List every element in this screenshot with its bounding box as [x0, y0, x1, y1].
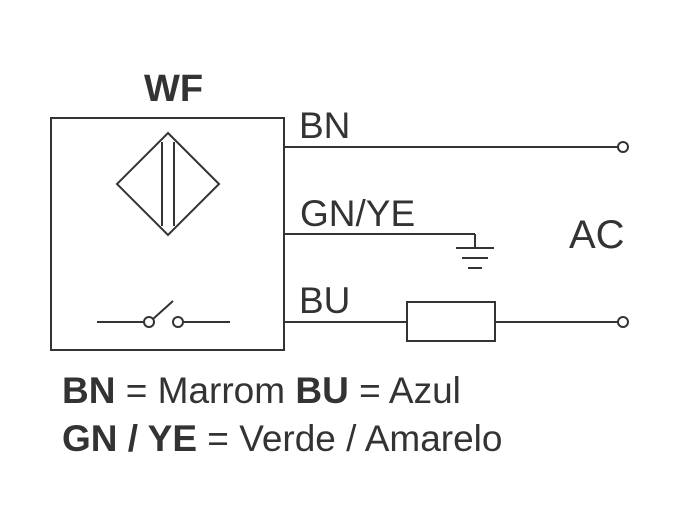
switch-icon — [97, 300, 230, 328]
wire-bu — [284, 316, 629, 328]
terminal-icon — [617, 141, 629, 153]
legend-text-gnye: = Verde / Amarelo — [197, 418, 503, 459]
legend-text-bu: = Azul — [348, 370, 461, 411]
ground-icon — [456, 247, 494, 269]
supply-label: AC — [569, 213, 625, 257]
legend-code-bu: BU — [295, 370, 349, 411]
sensing-element-icon — [115, 131, 221, 237]
legend-line-1: BN = Marrom BU = Azul — [62, 371, 461, 411]
legend-code-gnye: GN / YE — [62, 418, 198, 459]
legend-code-bn: BN — [62, 370, 116, 411]
terminal-icon — [617, 316, 629, 328]
legend-line-2: GN / YE = Verde / Amarelo — [62, 419, 502, 459]
wire-gnye — [284, 233, 476, 248]
wire-label-bu: BU — [299, 280, 350, 321]
wire-label-bn: BN — [299, 105, 350, 146]
load-resistor-icon — [406, 301, 496, 342]
legend-text-bn: = Marrom — [115, 370, 296, 411]
sensor-title: WF — [144, 68, 203, 110]
wire-bn — [284, 141, 629, 153]
wire-label-gnye: GN/YE — [300, 193, 415, 234]
